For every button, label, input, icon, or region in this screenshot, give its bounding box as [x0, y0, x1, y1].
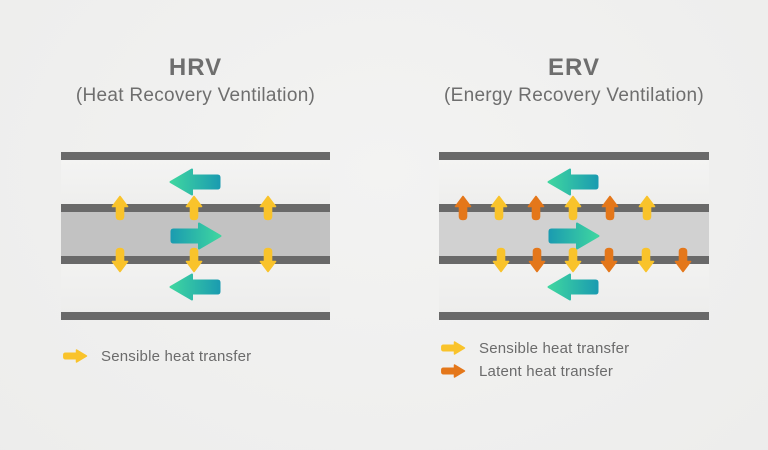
sensible-heat-arrow-icon [111, 195, 129, 221]
sensible-heat-arrow-icon [111, 247, 129, 273]
legend-label: Latent heat transfer [479, 362, 614, 380]
legend-row: Sensible heat transfer [62, 347, 251, 365]
sensible-legend-arrow-icon [441, 341, 466, 355]
legend-row: Sensible heat transfer [440, 339, 629, 357]
sensible-heat-arrow-icon [490, 195, 508, 221]
sensible-heat-arrow-icon [564, 247, 582, 273]
sensible-heat-arrow-icon [185, 195, 203, 221]
airstream-arrow-icon [169, 168, 221, 196]
latent-heat-arrow-icon [528, 247, 546, 273]
airstream-arrow-icon [547, 168, 599, 196]
latent-heat-arrow-icon [600, 247, 618, 273]
latent-legend-arrow-icon [441, 364, 466, 378]
airstream-arrow-icon [547, 273, 599, 301]
hrv-title-block: HRV (Heat Recovery Ventilation) [61, 54, 330, 106]
sensible-heat-arrow-icon [492, 247, 510, 273]
hrv-subtitle: (Heat Recovery Ventilation) [75, 85, 316, 106]
sensible-heat-arrow-icon [564, 195, 582, 221]
hrv-title: HRV [168, 54, 223, 81]
legend-row: Latent heat transfer [440, 362, 629, 380]
sensible-heat-arrow-icon [259, 195, 277, 221]
erv-title: ERV [548, 54, 600, 81]
latent-heat-arrow-icon [527, 195, 545, 221]
hrv-legend: Sensible heat transfer [62, 347, 251, 365]
latent-heat-arrow-icon [601, 195, 619, 221]
airstream-arrow-icon [548, 222, 600, 250]
hrv-heat-exchanger-diagram [61, 152, 330, 320]
erv-subtitle: (Energy Recovery Ventilation) [443, 85, 705, 106]
sensible-heat-arrow-icon [185, 247, 203, 273]
duct-wall-bar [61, 312, 330, 320]
duct-wall-bar [439, 312, 709, 320]
duct-wall-bar [439, 152, 709, 160]
latent-heat-arrow-icon [674, 247, 692, 273]
erv-legend: Sensible heat transfer Latent heat trans… [440, 339, 629, 380]
sensible-legend-arrow-icon [63, 349, 88, 363]
duct-wall-bar [61, 152, 330, 160]
airstream-arrow-icon [170, 222, 222, 250]
latent-heat-arrow-icon [454, 195, 472, 221]
legend-label: Sensible heat transfer [101, 347, 252, 365]
legend-label: Sensible heat transfer [479, 339, 630, 357]
airstream-arrow-icon [169, 273, 221, 301]
erv-heat-exchanger-diagram [439, 152, 709, 320]
erv-title-block: ERV (Energy Recovery Ventilation) [439, 54, 709, 106]
sensible-heat-arrow-icon [638, 195, 656, 221]
sensible-heat-arrow-icon [259, 247, 277, 273]
sensible-heat-arrow-icon [637, 247, 655, 273]
